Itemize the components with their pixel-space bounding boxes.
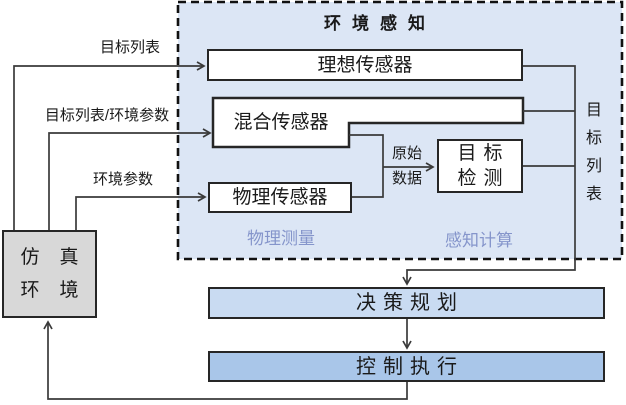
label-perception-computing: 感知计算 <box>445 231 513 250</box>
hybrid-sensor-node: 混合传感器 <box>213 98 349 147</box>
decision-planning-node: 决策规划 <box>208 287 605 319</box>
simulation-env-label-line1: 仿真 <box>20 247 99 268</box>
decision-planning-label: 决策规划 <box>356 292 464 314</box>
hybrid-sensor-label: 混合传感器 <box>233 112 329 133</box>
label-target-list: 目标列表 <box>99 39 161 56</box>
physical-sensor-node: 物理传感器 <box>208 182 352 213</box>
simulation-env-label-line2: 环境 <box>20 280 99 301</box>
label-physical-measurement: 物理测量 <box>247 229 315 248</box>
perception-title: 环境感知 <box>324 14 436 33</box>
edge-target-list <box>13 61 206 230</box>
label-raw-data-line1: 原始 <box>391 145 423 162</box>
ideal-sensor-node: 理想传感器 <box>207 49 523 81</box>
label-raw-data-line2: 数据 <box>391 170 423 187</box>
target-detection-node: 目标 检测 <box>437 139 523 193</box>
label-env-params: 环境参数 <box>92 171 154 188</box>
target-detection-label-line2: 检测 <box>457 168 510 189</box>
label-target-list-env-params: 目标列表/环境参数 <box>44 107 170 124</box>
label-target-list-vertical: 目标列表 <box>585 102 602 203</box>
control-execution-label: 控制执行 <box>356 355 464 378</box>
target-detection-label-line1: 目标 <box>457 143 510 164</box>
physical-sensor-label: 物理传感器 <box>232 187 328 208</box>
control-execution-node: 控制执行 <box>208 351 605 382</box>
simulation-env-node: 仿真 环境 <box>2 230 97 318</box>
ideal-sensor-label: 理想传感器 <box>317 54 413 76</box>
